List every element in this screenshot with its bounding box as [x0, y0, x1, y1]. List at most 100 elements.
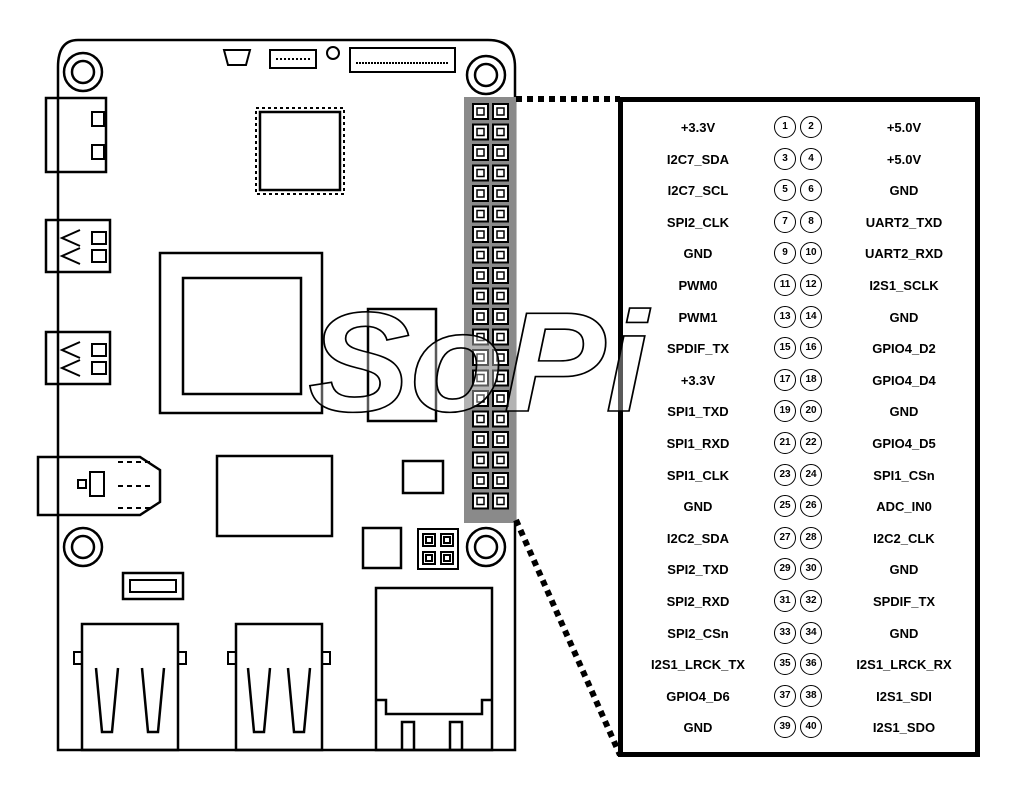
- pin-number-odd: 7: [774, 210, 796, 233]
- pin-number-even: 26: [800, 495, 822, 518]
- gpio-pin-center: [496, 496, 505, 506]
- pin-number-even: 28: [800, 526, 822, 549]
- gpio-pin-center: [476, 455, 485, 465]
- gpio-pin-center: [496, 455, 505, 465]
- pin-label-odd: I2C7_SCL: [667, 183, 729, 199]
- pin-number-odd: 9: [774, 242, 796, 265]
- pin-number-even: 16: [800, 337, 822, 360]
- gpio-pin-center: [496, 250, 505, 260]
- gpio-pin-center: [476, 435, 485, 444]
- mounting-hole-bottom-right: [465, 526, 507, 568]
- pin-number-even: 14: [800, 305, 822, 328]
- usb-c-port-2: [44, 330, 112, 386]
- gpio-pin-center: [476, 189, 485, 198]
- pin-label-odd: SPI1_CLK: [666, 467, 730, 483]
- pin-number-odd: 39: [774, 716, 796, 739]
- soc-outer: [158, 251, 324, 415]
- top-led: [326, 46, 340, 60]
- pin-number-odd: 23: [774, 463, 796, 486]
- pin-number-even: 8: [800, 210, 822, 233]
- pin-number-odd: 17: [774, 368, 796, 391]
- pin-number-odd: 21: [774, 432, 796, 454]
- pin-number-odd: 19: [774, 400, 796, 423]
- usb-c-port-1: [44, 218, 112, 274]
- pin-number-odd: 25: [774, 495, 796, 518]
- pin-number-odd: 27: [774, 526, 796, 549]
- pin-label-odd: PWM1: [678, 309, 718, 325]
- pin-number-even: 4: [800, 147, 822, 170]
- top-ribbon-connector: [269, 49, 317, 69]
- small-header: [417, 528, 459, 570]
- gpio-pin-center: [476, 209, 485, 219]
- gpio-pin-center: [496, 271, 505, 280]
- pin-number-odd: 29: [774, 558, 796, 581]
- pin-number-odd: 1: [774, 116, 796, 138]
- pin-label-odd: +3.3V: [680, 372, 716, 388]
- watermark-logo: SoPi: [307, 305, 651, 425]
- pin-label-even: I2C2_CLK: [873, 530, 935, 546]
- gpio-pin-center: [496, 476, 505, 485]
- gpio-pin-center: [476, 312, 485, 321]
- pin-number-even: 36: [800, 653, 822, 676]
- pin-label-even: I2S1_LRCK_RX: [856, 657, 952, 673]
- wifi-chip: [258, 110, 342, 192]
- pin-number-even: 20: [800, 400, 822, 423]
- pin-label-odd: SPI2_CLK: [666, 214, 730, 230]
- pin-number-even: 30: [800, 558, 822, 581]
- pin-number-even: 32: [800, 590, 822, 612]
- gpio-pin-center: [476, 394, 485, 403]
- pin-number-odd: 15: [774, 337, 796, 360]
- pin-number-even: 10: [800, 242, 822, 265]
- gpio-pin-center: [496, 148, 505, 157]
- gpio-pin-center: [476, 373, 485, 383]
- usb-a-port-2: [227, 622, 331, 752]
- gpio-pin-center: [476, 250, 485, 260]
- pin-number-even: 12: [800, 274, 822, 296]
- gpio-pin-center: [476, 271, 485, 280]
- pin-label-odd: GPIO4_D6: [666, 688, 730, 704]
- power-jack: [44, 96, 108, 174]
- pin-label-even: GND: [889, 562, 919, 578]
- ethernet-port: [374, 586, 494, 752]
- pin-label-odd: I2S1_LRCK_TX: [651, 657, 745, 673]
- gpio-pin-center: [476, 127, 485, 137]
- callout-line-bottom: [513, 518, 623, 757]
- pin-label-even: GPIO4_D2: [872, 341, 936, 357]
- pin-label-even: GND: [889, 183, 919, 199]
- mounting-hole-top-right: [465, 54, 507, 96]
- pin-label-odd: SPDIF_TX: [666, 341, 730, 357]
- pin-label-even: +5.0V: [886, 120, 922, 135]
- small-chip-2: [361, 526, 403, 570]
- pin-number-even: 18: [800, 368, 822, 391]
- pin-label-odd: GND: [683, 720, 713, 736]
- gpio-pin-center: [496, 230, 505, 239]
- pin-number-odd: 11: [774, 274, 796, 296]
- pin-number-odd: 33: [774, 621, 796, 644]
- pin-number-even: 40: [800, 716, 822, 739]
- gpio-pin-center: [496, 291, 505, 301]
- top-small-connector: [222, 49, 252, 66]
- pin-number-even: 38: [800, 684, 822, 707]
- pin-number-even: 2: [800, 116, 822, 138]
- pin-label-even: I2S1_SDO: [872, 720, 936, 736]
- gpio-header-pins: [472, 103, 509, 510]
- pin-label-odd: SPI2_TXD: [667, 562, 729, 578]
- pin-number-even: 34: [800, 621, 822, 644]
- pin-number-odd: 3: [774, 147, 796, 170]
- gpio-pin-center: [476, 414, 485, 424]
- pin-label-even: UART2_TXD: [865, 214, 943, 230]
- pin-label-even: ADC_IN0: [876, 499, 932, 515]
- pin-label-even: I2S1_SCLK: [869, 278, 939, 293]
